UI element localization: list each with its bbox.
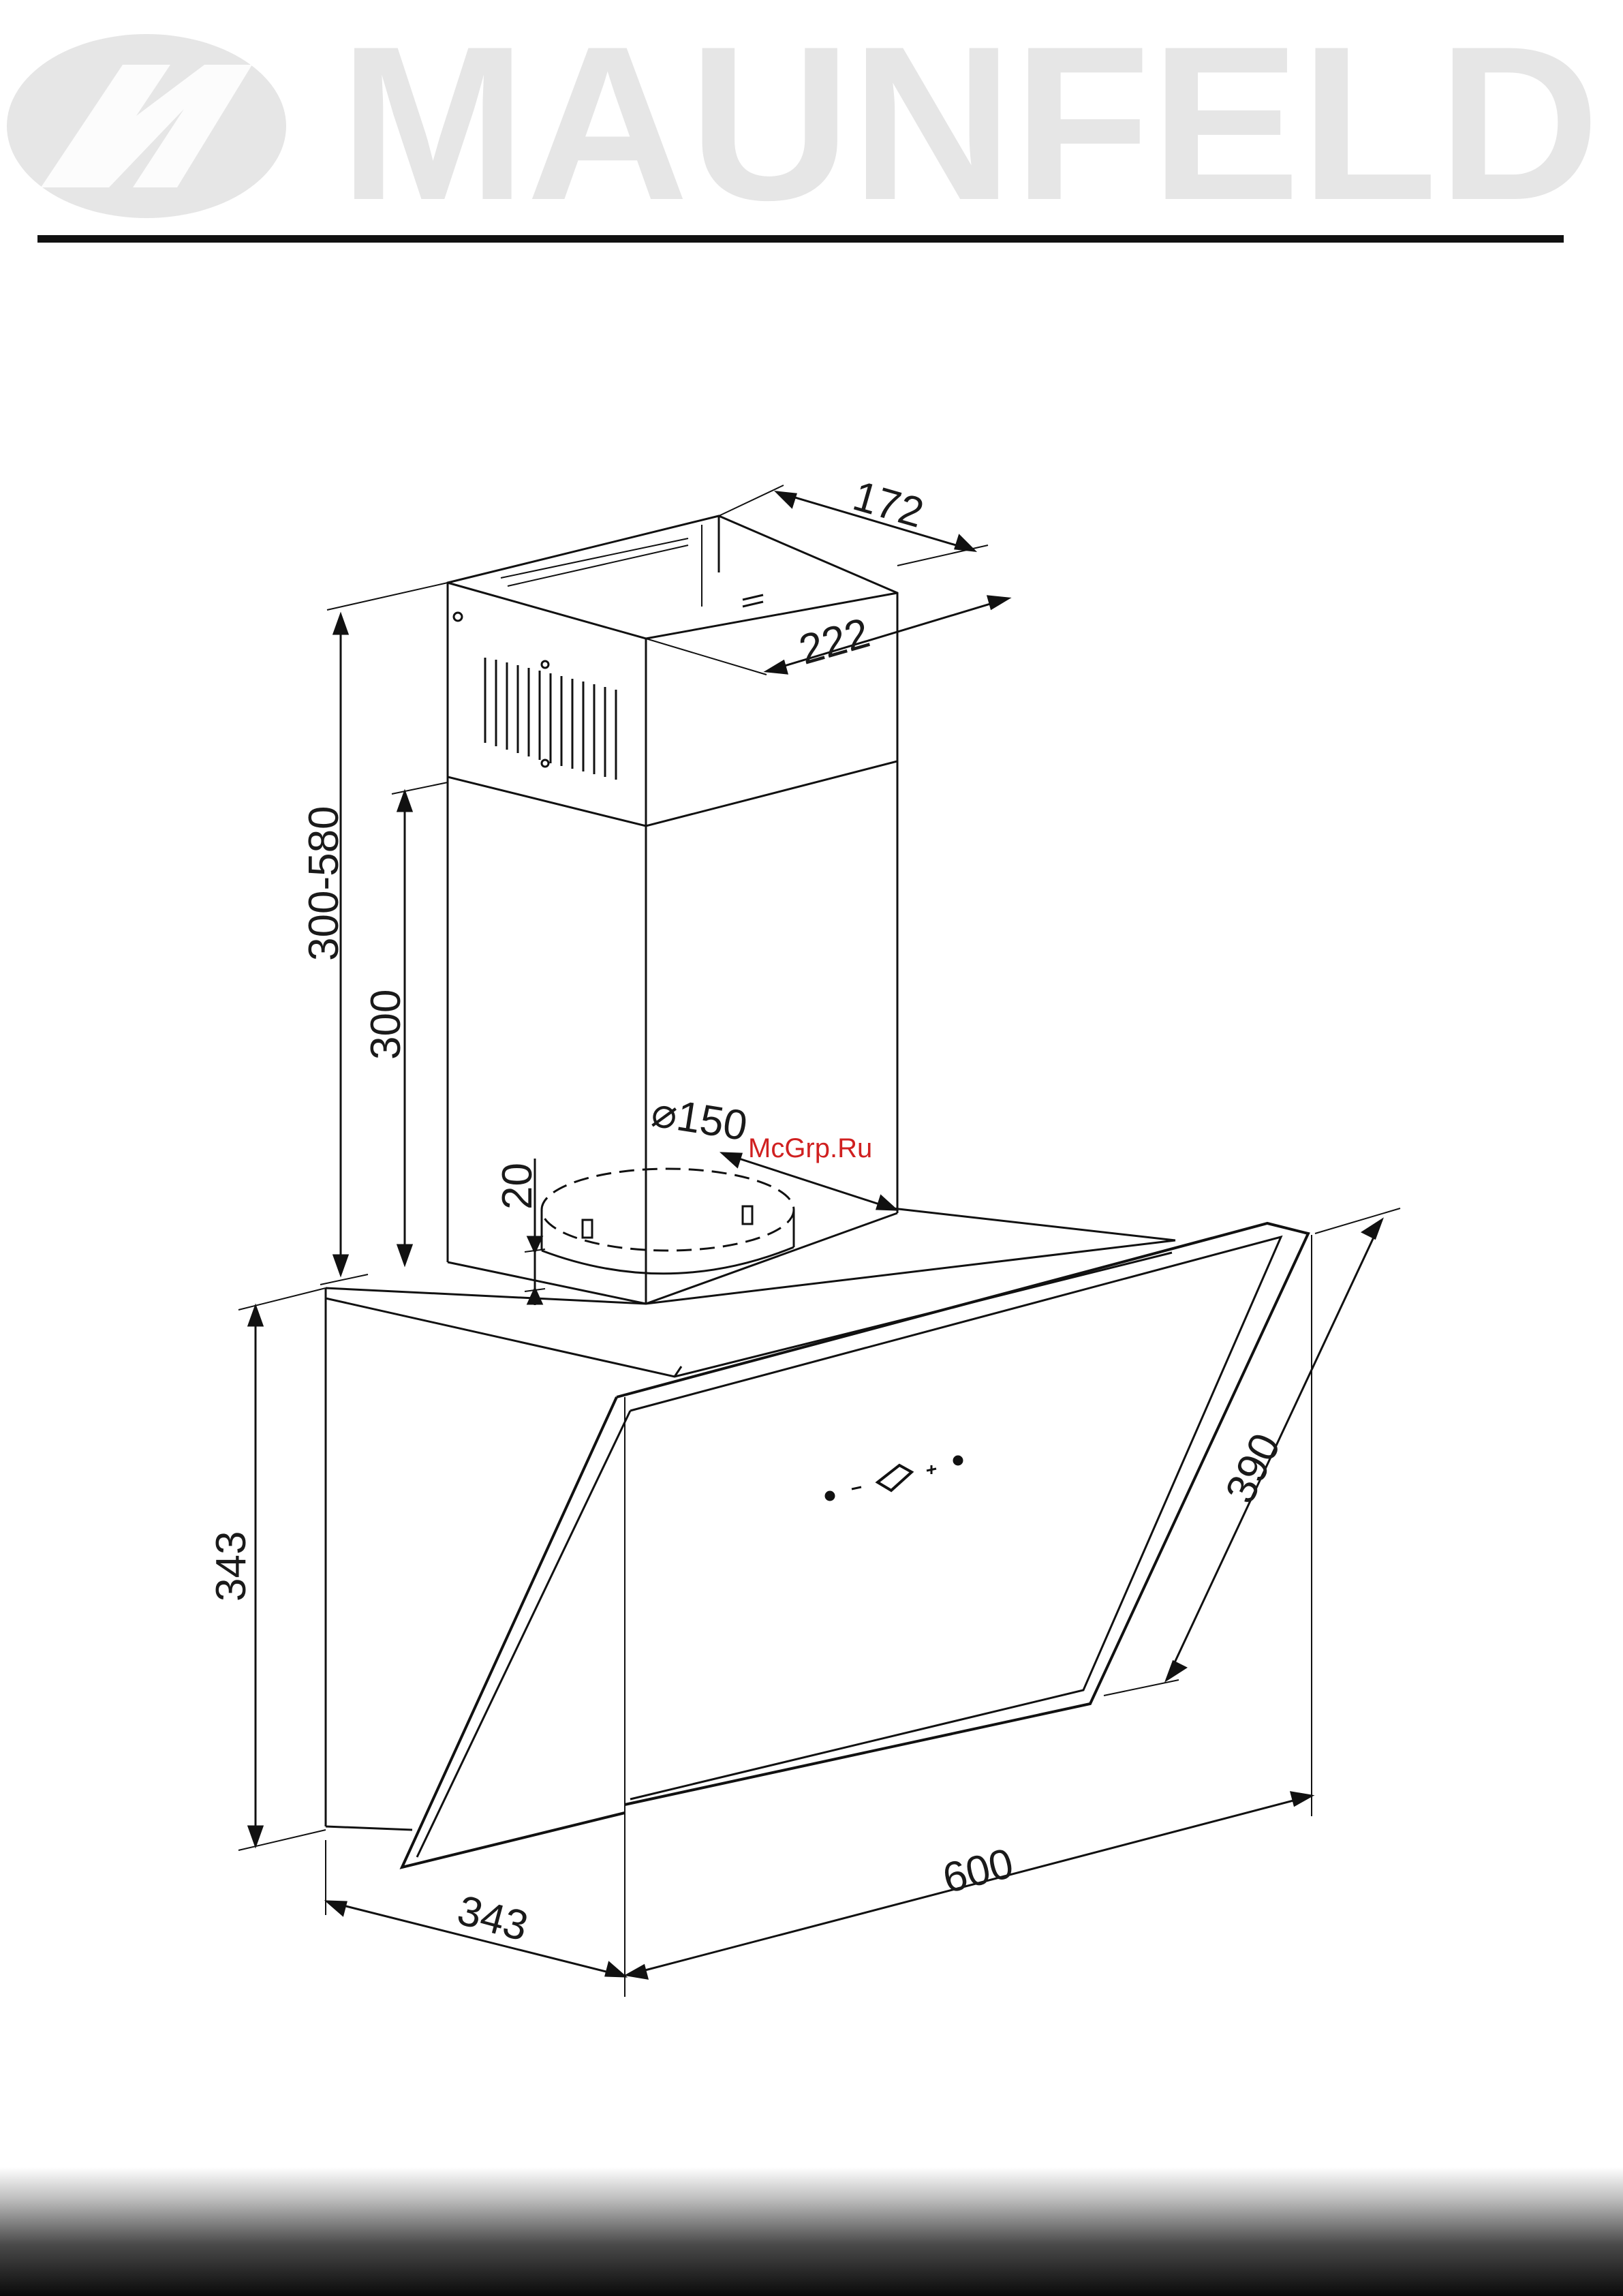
watermark: McGrp.Ru bbox=[748, 1133, 872, 1163]
plus-icon bbox=[927, 1465, 936, 1474]
minus-icon bbox=[852, 1487, 861, 1489]
dim-hood-width: 600 bbox=[938, 1839, 1018, 1902]
dim-collar-height: 20 bbox=[494, 1163, 541, 1210]
dim-hood-height: 343 bbox=[208, 1531, 255, 1602]
dot-icon bbox=[826, 1492, 834, 1500]
glass-panel bbox=[402, 1223, 1308, 1997]
dim-duct-diameter: ⌀150 bbox=[649, 1088, 751, 1150]
dim-chimney-depth: 172 bbox=[848, 472, 928, 537]
dot-icon bbox=[954, 1456, 962, 1465]
dim-lower-chimney-height: 300 bbox=[362, 990, 409, 1060]
footer-gradient-band bbox=[0, 2167, 1623, 2296]
dim-chimney-width: 222 bbox=[794, 609, 874, 674]
dim-chimney-height-range: 300-580 bbox=[300, 806, 347, 961]
diamond-icon bbox=[878, 1465, 912, 1490]
duct-collar bbox=[542, 1169, 794, 1274]
lower-chimney bbox=[448, 761, 897, 1304]
upper-chimney bbox=[448, 516, 897, 826]
dim-hood-depth: 343 bbox=[452, 1886, 533, 1950]
hood-top-frame bbox=[326, 1208, 1175, 1830]
control-panel bbox=[826, 1456, 962, 1500]
